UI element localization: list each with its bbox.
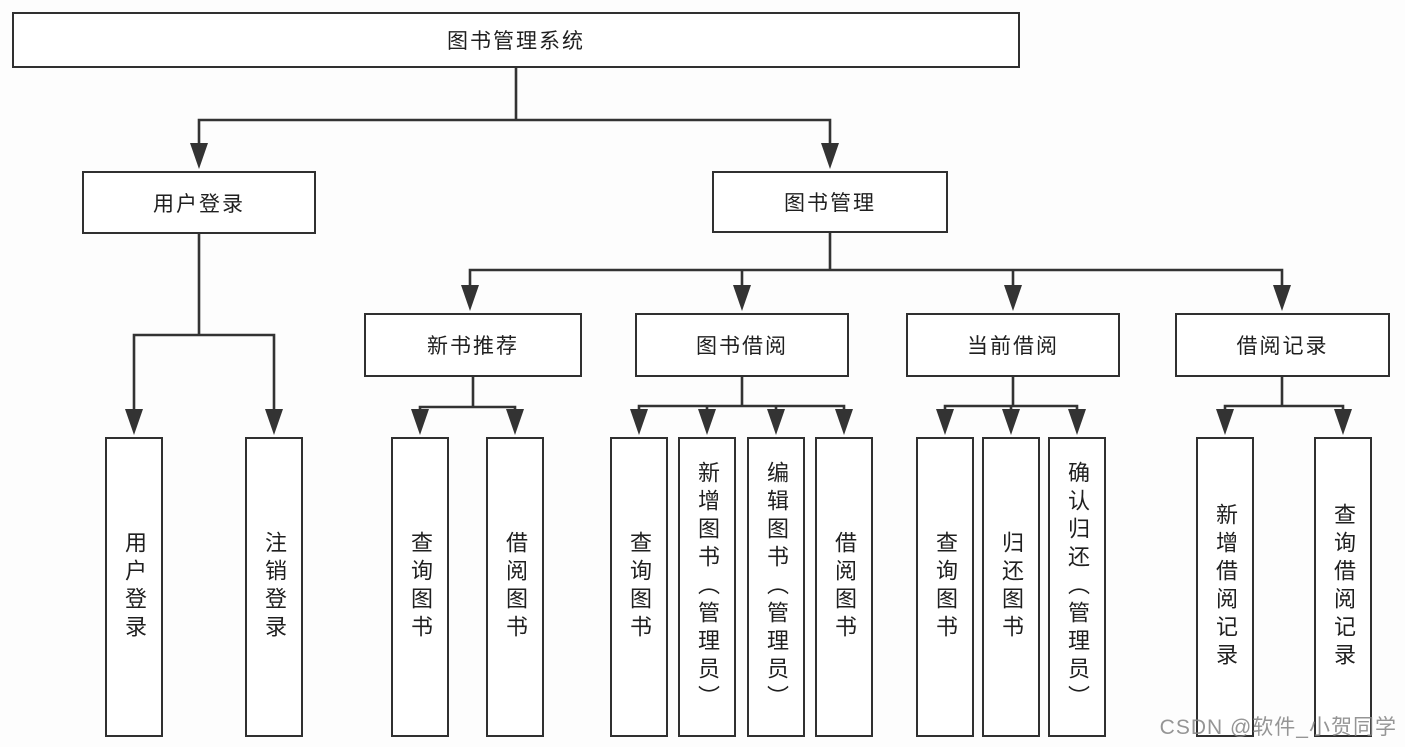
leaf-label: 新增图书（管理员） [695, 461, 720, 713]
leaf-add-borrow-record: 新增借阅记录 [1196, 437, 1254, 737]
leaf-edit-book-admin: 编辑图书（管理员） [747, 437, 805, 737]
leaf-query-books-recommend: 查询图书 [391, 437, 449, 737]
node-library-management-system: 图书管理系统 [12, 12, 1020, 68]
leaf-label: 归还图书 [999, 531, 1024, 643]
leaf-add-book-admin: 新增图书（管理员） [678, 437, 736, 737]
leaf-label: 确认归还（管理员） [1065, 461, 1090, 713]
leaf-borrow-books-recommend: 借阅图书 [486, 437, 544, 737]
leaf-query-books-borrow: 查询图书 [610, 437, 668, 737]
leaf-label: 注销登录 [262, 531, 287, 643]
node-label: 图书借阅 [696, 335, 788, 358]
node-label: 图书管理 [784, 192, 876, 215]
leaf-user-login: 用户登录 [105, 437, 163, 737]
node-label: 新书推荐 [427, 335, 519, 358]
node-label: 图书管理系统 [447, 30, 585, 53]
leaf-label: 查询图书 [627, 531, 652, 643]
leaf-confirm-return-admin: 确认归还（管理员） [1048, 437, 1106, 737]
leaf-borrow-books: 借阅图书 [815, 437, 873, 737]
leaf-label: 借阅图书 [503, 531, 528, 643]
node-user-login: 用户登录 [82, 171, 316, 234]
node-label: 借阅记录 [1236, 335, 1329, 358]
node-book-borrowing: 图书借阅 [635, 313, 849, 377]
leaf-label: 新增借阅记录 [1213, 503, 1238, 671]
csdn-watermark: CSDN @软件_小贺同学 [1159, 716, 1397, 739]
leaf-return-books: 归还图书 [982, 437, 1040, 737]
leaf-query-borrow-record: 查询借阅记录 [1314, 437, 1372, 737]
node-book-management: 图书管理 [712, 171, 948, 233]
node-current-borrowing: 当前借阅 [906, 313, 1120, 377]
node-new-book-recommend: 新书推荐 [364, 313, 582, 377]
leaf-logout-login: 注销登录 [245, 437, 303, 737]
leaf-label: 借阅图书 [832, 531, 857, 643]
leaf-label: 查询借阅记录 [1331, 503, 1356, 671]
node-label: 当前借阅 [967, 335, 1059, 358]
leaf-label: 查询图书 [933, 531, 958, 643]
leaf-label: 用户登录 [122, 531, 147, 643]
leaf-label: 编辑图书（管理员） [764, 461, 789, 713]
leaf-query-books-current: 查询图书 [916, 437, 974, 737]
node-label: 用户登录 [153, 192, 245, 216]
node-borrow-records: 借阅记录 [1175, 313, 1390, 377]
leaf-label: 查询图书 [408, 531, 433, 643]
